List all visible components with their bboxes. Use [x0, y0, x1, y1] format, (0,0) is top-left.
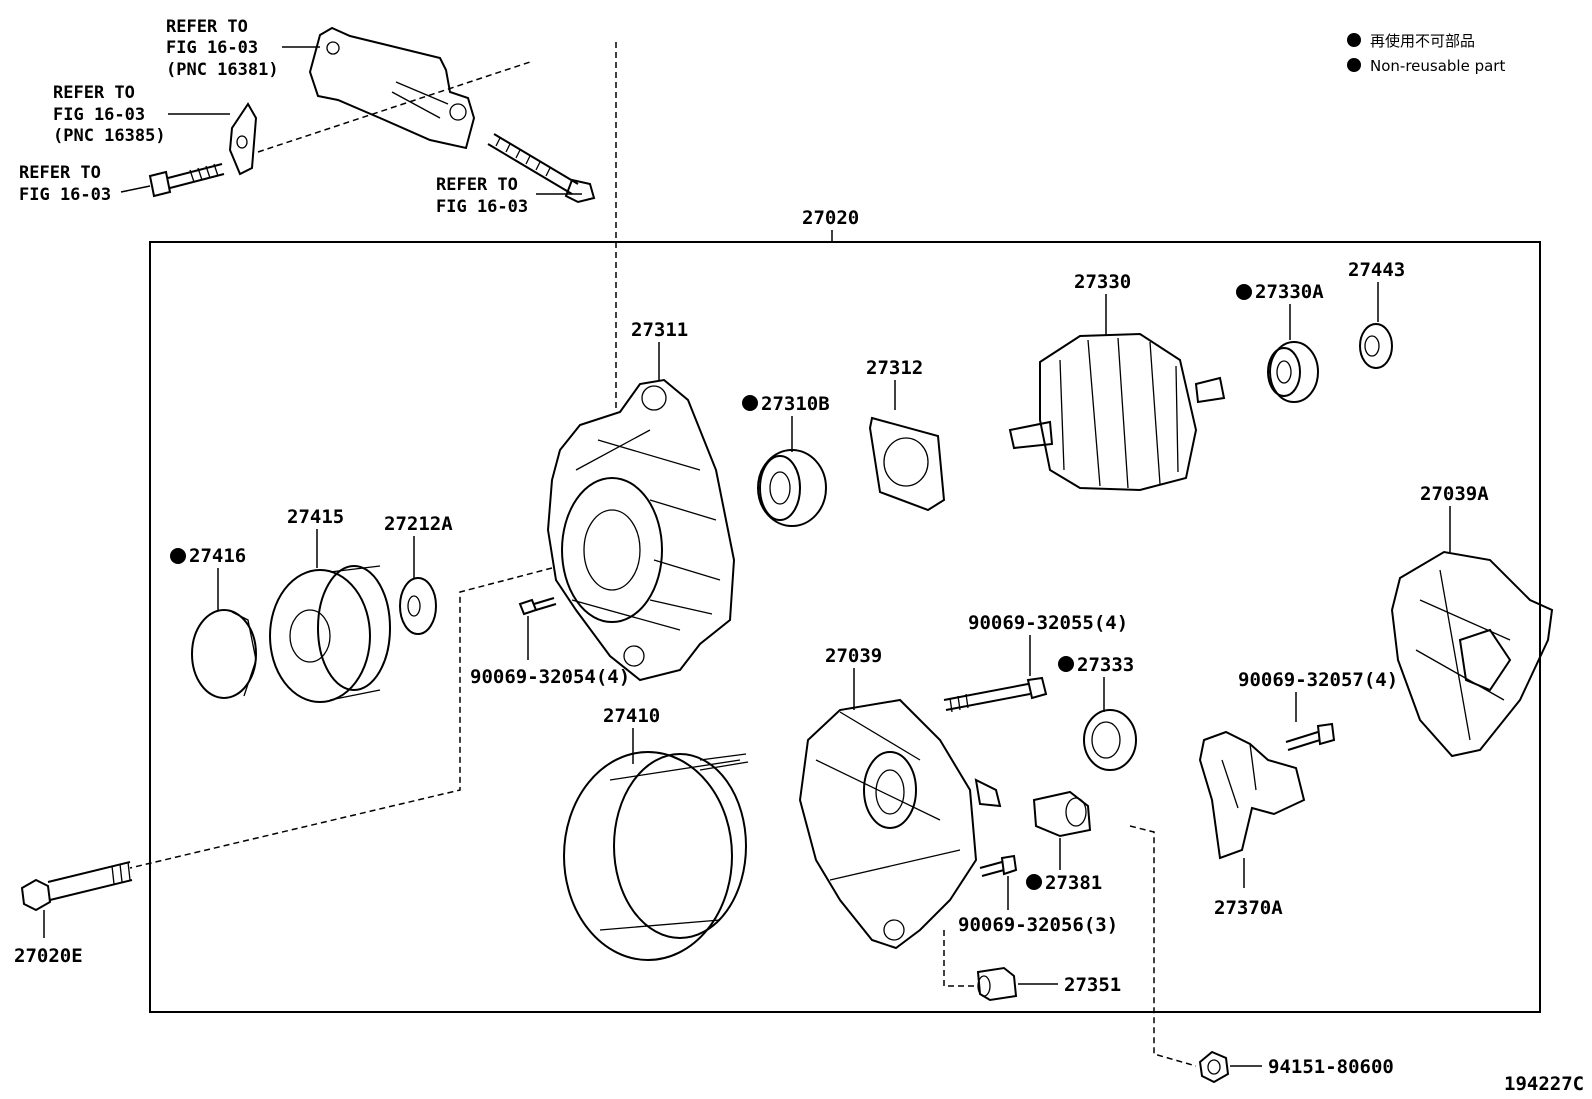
part-27039[interactable]: 27039: [798, 645, 1002, 950]
svg-text:REFER TO: REFER TO: [53, 83, 135, 103]
assembly-number: 27020: [802, 207, 859, 229]
assembly-frame: [149, 241, 1541, 1013]
svg-text:REFER TO: REFER TO: [19, 163, 101, 183]
part-27443[interactable]: 27443: [1348, 259, 1405, 369]
svg-text:REFER TO: REFER TO: [166, 17, 248, 37]
part-27020E[interactable]: 27020E: [14, 861, 133, 967]
part-27330A[interactable]: 27330A: [1236, 281, 1324, 403]
svg-text:27416: 27416: [189, 545, 246, 567]
svg-text:27330A: 27330A: [1255, 281, 1324, 303]
part-27370A[interactable]: 27370A: [1198, 730, 1306, 919]
svg-text:(PNC 16385): (PNC 16385): [53, 126, 166, 146]
svg-text:27212A: 27212A: [384, 513, 453, 535]
reference-4[interactable]: REFER TO FIG 16-03: [436, 175, 582, 217]
svg-text:27333: 27333: [1077, 654, 1134, 676]
svg-text:27443: 27443: [1348, 259, 1405, 281]
part-27330[interactable]: 27330: [1008, 271, 1226, 492]
part-27381[interactable]: 27381: [1026, 790, 1102, 894]
part-90069-32056[interactable]: 90069-32056(3): [958, 854, 1118, 936]
part-94151-80600[interactable]: 94151-80600: [1198, 1050, 1394, 1084]
reference-2[interactable]: REFER TO FIG 16-03 (PNC 16385): [53, 83, 230, 146]
legend-japanese: 再使用不可部品: [1370, 32, 1475, 50]
part-27212A[interactable]: 27212A: [384, 513, 453, 635]
svg-text:REFER TO: REFER TO: [436, 175, 518, 195]
svg-text:27312: 27312: [866, 357, 923, 379]
svg-text:27039A: 27039A: [1420, 483, 1489, 505]
svg-text:27310B: 27310B: [761, 393, 830, 415]
svg-text:27039: 27039: [825, 645, 882, 667]
part-27415[interactable]: 27415: [269, 506, 391, 703]
part-27333[interactable]: 27333: [1058, 654, 1137, 771]
long-bolt-drawing: [487, 133, 596, 204]
small-bracket-drawing: [228, 102, 258, 176]
svg-text:90069-32057(4): 90069-32057(4): [1238, 669, 1398, 691]
svg-text:27351: 27351: [1064, 974, 1121, 996]
part-27310B[interactable]: 27310B: [742, 393, 830, 527]
svg-text:94151-80600: 94151-80600: [1268, 1056, 1394, 1078]
reference-1[interactable]: REFER TO FIG 16-03 (PNC 16381): [166, 17, 320, 80]
svg-text:90069-32054(4): 90069-32054(4): [470, 666, 630, 688]
legend-english: Non-reusable part: [1370, 57, 1505, 75]
svg-text:27020E: 27020E: [14, 945, 83, 967]
svg-text:FIG 16-03: FIG 16-03: [166, 38, 258, 58]
part-27039A[interactable]: 27039A: [1390, 483, 1554, 758]
part-27351[interactable]: 27351: [976, 966, 1121, 1002]
non-reusable-marker-icon: [742, 395, 758, 411]
non-reusable-marker-icon: [1347, 33, 1361, 47]
svg-text:27381: 27381: [1045, 872, 1102, 894]
legend: 再使用不可部品 Non-reusable part: [1347, 32, 1505, 75]
svg-text:27330: 27330: [1074, 271, 1131, 293]
part-90069-32055[interactable]: 90069-32055(4): [943, 612, 1128, 713]
non-reusable-marker-icon: [1058, 656, 1074, 672]
non-reusable-marker-icon: [1347, 58, 1361, 72]
non-reusable-marker-icon: [170, 548, 186, 564]
part-27410[interactable]: 27410: [563, 705, 749, 961]
part-27416[interactable]: 27416: [170, 545, 257, 699]
svg-text:27311: 27311: [631, 319, 688, 341]
adjusting-bracket-drawing: [308, 26, 476, 150]
part-90069-32054[interactable]: 90069-32054(4): [470, 597, 630, 688]
svg-text:90069-32055(4): 90069-32055(4): [968, 612, 1128, 634]
svg-text:90069-32056(3): 90069-32056(3): [958, 914, 1118, 936]
reference-3[interactable]: REFER TO FIG 16-03: [19, 163, 151, 205]
svg-text:FIG 16-03: FIG 16-03: [53, 105, 145, 125]
svg-text:FIG 16-03: FIG 16-03: [19, 185, 111, 205]
svg-text:FIG 16-03: FIG 16-03: [436, 197, 528, 217]
part-27311[interactable]: 27311: [546, 319, 736, 682]
svg-text:27410: 27410: [603, 705, 660, 727]
svg-text:(PNC 16381): (PNC 16381): [166, 60, 279, 80]
svg-text:27415: 27415: [287, 506, 344, 528]
part-27312[interactable]: 27312: [866, 357, 946, 512]
non-reusable-marker-icon: [1026, 874, 1042, 890]
short-bolt-drawing: [148, 163, 225, 198]
non-reusable-marker-icon: [1236, 284, 1252, 300]
svg-text:27370A: 27370A: [1214, 897, 1283, 919]
part-90069-32057[interactable]: 90069-32057(4): [1238, 669, 1398, 751]
figure-code: 194227C: [1504, 1073, 1584, 1095]
